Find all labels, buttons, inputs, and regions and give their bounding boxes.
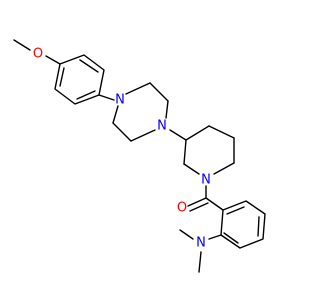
methoxy-oxygen-label: O xyxy=(33,47,43,62)
carbonyl-oxygen-label: O xyxy=(177,201,187,216)
piperazine-nitrogen-top-label: N xyxy=(115,93,125,108)
bond-methoxy-methyl xyxy=(13,39,31,51)
carbonyl-double-bond-1 xyxy=(187,197,207,207)
carbonyl-double-bond-2 xyxy=(189,202,209,212)
piperazine-ring xyxy=(112,82,169,142)
structure-canvas: O N N N O N xyxy=(13,39,266,273)
bond-aryl-piperazine xyxy=(98,94,115,101)
bond-aryl-dimethylamino xyxy=(208,234,222,240)
bond-n-methyl-down xyxy=(198,251,202,273)
chemical-structure-diagram: O N N N O N xyxy=(13,39,266,273)
bond-piperazine-piperidine xyxy=(169,129,187,141)
piperidine-nitrogen-label: N xyxy=(201,173,211,188)
bond-methoxy-oxygen xyxy=(45,55,61,65)
dimethylaminophenyl-ring xyxy=(220,200,266,249)
bond-n-methyl-left xyxy=(179,229,194,240)
bond-carbonyl-aryl xyxy=(205,197,224,211)
dimethylamino-nitrogen-label: N xyxy=(196,236,206,251)
piperazine-nitrogen-bottom-label: N xyxy=(157,119,167,134)
piperidine-ring xyxy=(183,125,235,175)
methoxyphenyl-ring xyxy=(54,54,105,105)
